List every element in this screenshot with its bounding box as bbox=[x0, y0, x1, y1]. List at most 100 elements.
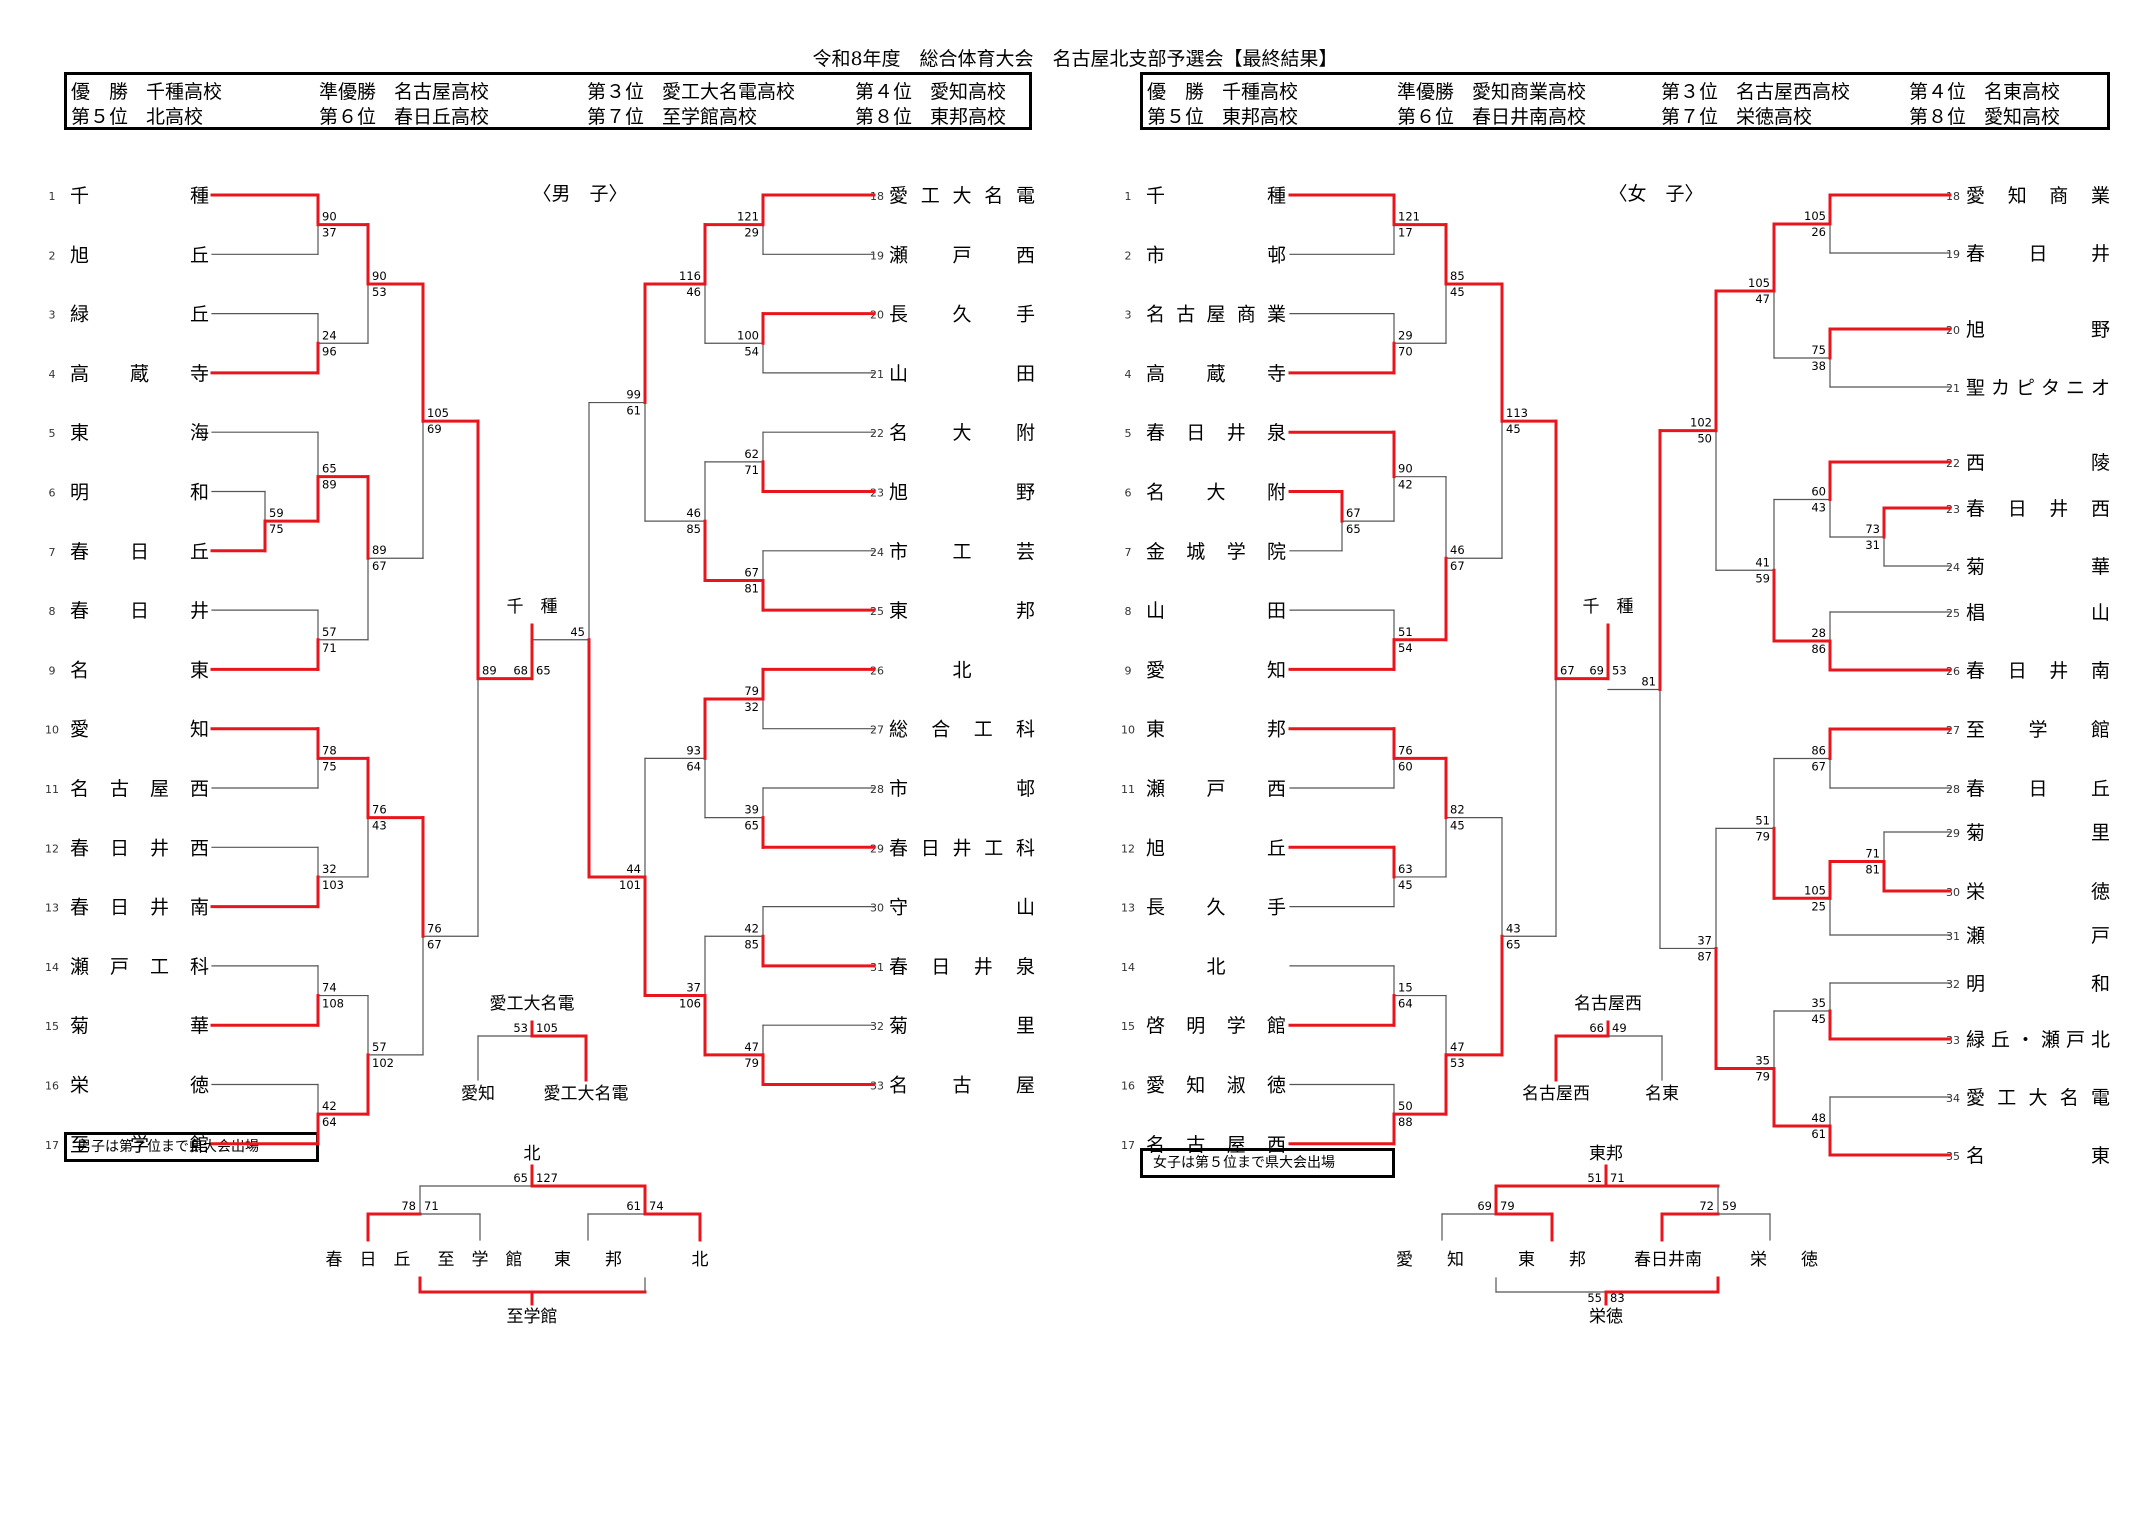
champion-label: 千 種 bbox=[1583, 597, 1634, 617]
team-seed: 16 bbox=[45, 1080, 59, 1093]
rank-entry: 第４位名東高校 bbox=[1909, 77, 2060, 104]
match-score: 79 bbox=[1755, 1070, 1770, 1084]
team-name: 春日井 bbox=[70, 600, 209, 622]
match-score: 60 bbox=[1811, 485, 1826, 499]
team-seed: 2 bbox=[1125, 249, 1132, 262]
match-score: 47 bbox=[1450, 1040, 1465, 1054]
match-score: 43 bbox=[372, 819, 387, 833]
match-score: 37 bbox=[686, 981, 701, 995]
team-name: 市工芸 bbox=[889, 541, 1035, 563]
match-score: 48 bbox=[1811, 1111, 1826, 1125]
team-seed: 16 bbox=[1121, 1080, 1135, 1093]
champion-label: 千 種 bbox=[507, 597, 558, 617]
team-seed: 17 bbox=[1121, 1139, 1135, 1152]
fifth-place-team: 東 邦 bbox=[554, 1250, 622, 1270]
match-score: 67 bbox=[1560, 664, 1575, 678]
rank-school: 名古屋西高校 bbox=[1736, 81, 1851, 103]
match-score: 86 bbox=[1811, 744, 1826, 758]
team-name: 春日井南 bbox=[1966, 660, 2110, 682]
team-seed: 33 bbox=[1946, 1034, 1960, 1047]
match-score: 67 bbox=[744, 565, 759, 579]
team-seed: 14 bbox=[1121, 961, 1135, 974]
rank-school: 愛知商業高校 bbox=[1472, 81, 1587, 103]
rank-label: 第７位 bbox=[1661, 106, 1719, 128]
team-seed: 23 bbox=[870, 487, 884, 500]
rank-entry: 第５位東邦高校 bbox=[1147, 102, 1298, 129]
team-seed: 6 bbox=[1125, 487, 1132, 500]
match-score: 43 bbox=[1506, 921, 1521, 935]
match-score: 79 bbox=[744, 1056, 759, 1070]
team-seed: 10 bbox=[45, 724, 59, 737]
match-score: 41 bbox=[1755, 555, 1770, 569]
rank-school: 名東高校 bbox=[1984, 81, 2061, 103]
team-name: 旭丘 bbox=[1146, 837, 1286, 859]
match-score: 75 bbox=[269, 522, 284, 536]
team-name: 至学館 bbox=[1966, 719, 2110, 741]
team-seed: 8 bbox=[49, 605, 56, 618]
team-seed: 12 bbox=[45, 842, 59, 855]
team-name: 名大附 bbox=[889, 422, 1035, 444]
team-seed: 27 bbox=[1946, 724, 1960, 737]
match-score: 63 bbox=[1398, 862, 1413, 876]
team-name: 春日井南 bbox=[70, 897, 209, 919]
match-score: 32 bbox=[322, 862, 337, 876]
rank-label: 第７位 bbox=[587, 106, 645, 128]
rank-school: 春日井南高校 bbox=[1472, 106, 1587, 128]
fifth-place-title: 北 bbox=[524, 1144, 541, 1164]
team-name: 東海 bbox=[70, 422, 209, 444]
match-score: 65 bbox=[744, 819, 759, 833]
team-name: 山田 bbox=[889, 363, 1035, 385]
team-name: 愛知 bbox=[70, 719, 209, 741]
team-name: 総合工科 bbox=[889, 719, 1035, 741]
match-score: 85 bbox=[686, 522, 701, 536]
team-seed: 13 bbox=[45, 902, 59, 915]
match-score: 103 bbox=[322, 878, 344, 892]
rank-entry: 第７位栄徳高校 bbox=[1661, 102, 1812, 129]
match-score: 90 bbox=[372, 269, 387, 283]
team-name: 旭野 bbox=[1966, 319, 2110, 341]
team-seed: 11 bbox=[45, 783, 59, 796]
match-score: 105 bbox=[1748, 276, 1770, 290]
team-seed: 19 bbox=[870, 249, 884, 262]
match-score: 37 bbox=[1697, 933, 1712, 947]
third-place-score: 49 bbox=[1612, 1021, 1627, 1035]
team-seed: 29 bbox=[1946, 827, 1960, 840]
match-score: 54 bbox=[1398, 641, 1413, 655]
team-name: 緑丘 bbox=[70, 304, 209, 326]
team-seed: 4 bbox=[49, 368, 56, 381]
team-name: 春日丘 bbox=[70, 541, 209, 563]
match-score: 32 bbox=[744, 700, 759, 714]
fifth-place-team: 東 邦 bbox=[1518, 1250, 1586, 1270]
rank-school: 至学館高校 bbox=[662, 106, 758, 128]
match-score: 51 bbox=[1755, 813, 1770, 827]
rank-school: 栄徳高校 bbox=[1736, 106, 1813, 128]
match-score: 45 bbox=[1450, 819, 1465, 833]
fifth-place-score: 71 bbox=[1610, 1171, 1625, 1185]
match-score: 67 bbox=[427, 937, 442, 951]
rank-label: 準優勝 bbox=[1397, 81, 1455, 103]
third-place-score: 53 bbox=[513, 1021, 528, 1035]
match-score: 45 bbox=[570, 625, 585, 639]
fifth-place-score: 78 bbox=[401, 1199, 416, 1213]
match-score: 108 bbox=[322, 997, 344, 1011]
third-place-title: 名古屋西 bbox=[1574, 994, 1642, 1014]
match-score: 76 bbox=[372, 803, 387, 817]
team-name: 名古屋西 bbox=[1146, 1134, 1286, 1156]
team-seed: 30 bbox=[1946, 886, 1960, 899]
match-score: 46 bbox=[686, 285, 701, 299]
match-score: 50 bbox=[1398, 1099, 1413, 1113]
match-score: 69 bbox=[427, 422, 442, 436]
match-score: 85 bbox=[744, 937, 759, 951]
girls-results-box: 優 勝千種高校準優勝愛知商業高校第３位名古屋西高校第４位名東高校第５位東邦高校第… bbox=[1140, 72, 2110, 130]
match-score: 61 bbox=[626, 404, 641, 418]
third-place-team: 愛知 bbox=[461, 1084, 495, 1104]
team-seed: 5 bbox=[49, 427, 56, 440]
team-name: 愛工大名電 bbox=[889, 185, 1035, 207]
match-score: 76 bbox=[427, 921, 442, 935]
fifth-place-team: 栄 徳 bbox=[1750, 1250, 1818, 1270]
team-name: 東邦 bbox=[889, 600, 1035, 622]
team-seed: 26 bbox=[870, 664, 884, 677]
match-score: 57 bbox=[322, 625, 337, 639]
boys-results-box: 優 勝千種高校準優勝名古屋高校第３位愛工大名電高校第４位愛知高校第５位北高校第６… bbox=[64, 72, 1032, 130]
rank-entry: 第８位東邦高校 bbox=[855, 102, 1006, 129]
